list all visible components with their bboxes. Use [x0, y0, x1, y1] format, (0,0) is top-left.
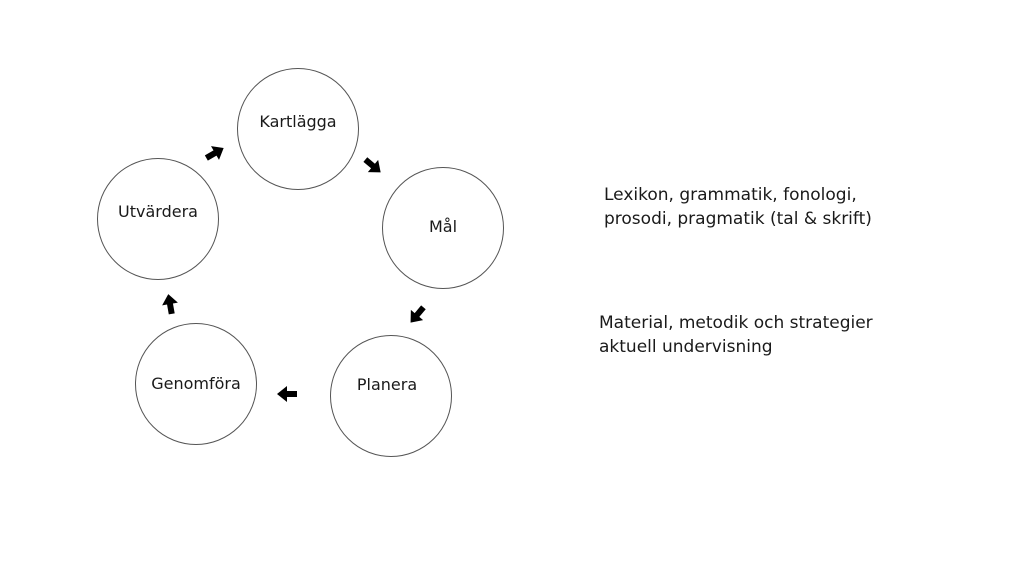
- arrow-down-left-icon: [404, 302, 430, 328]
- cycle-node-label: Mål: [428, 216, 458, 236]
- cycle-node-genomfora: Genomföra: [135, 323, 257, 445]
- teaching-methods-note: Material, metodik och strategier aktuell…: [599, 311, 873, 359]
- cycle-node-label: Kartlägga: [259, 111, 337, 131]
- note-line: Lexikon, grammatik, fonologi,: [604, 185, 857, 205]
- cycle-node-kartlagga: Kartlägga: [237, 68, 359, 190]
- arrow-up-right-icon: [202, 140, 228, 166]
- arrow-up-icon: [157, 291, 183, 317]
- arrow-left-icon: [274, 381, 300, 407]
- note-line: aktuell undervisning: [599, 337, 773, 357]
- cycle-node-mal: Mål: [382, 167, 504, 289]
- cycle-node-label: Planera: [356, 374, 418, 394]
- cycle-node-label: Genomföra: [151, 373, 241, 393]
- arrow-down-right-icon: [360, 153, 386, 179]
- cycle-node-planera: Planera: [330, 335, 452, 457]
- note-line: Material, metodik och strategier: [599, 313, 873, 333]
- cycle-node-label: Utvärdera: [118, 201, 198, 221]
- cycle-node-utvardera: Utvärdera: [97, 158, 219, 280]
- language-areas-note: Lexikon, grammatik, fonologi, prosodi, p…: [604, 183, 872, 231]
- note-line: prosodi, pragmatik (tal & skrift): [604, 209, 872, 229]
